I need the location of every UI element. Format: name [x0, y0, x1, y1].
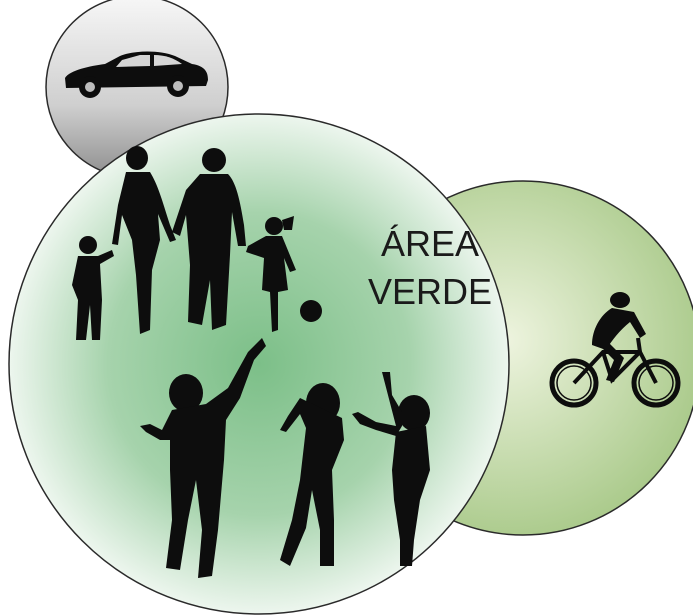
family-walking-icon: [72, 146, 296, 340]
ball-icon: [300, 300, 322, 322]
green-area-circle: [8, 113, 510, 615]
title-line-1: ÁREA: [381, 223, 479, 264]
area-verde-title: ÁREA VERDE: [368, 223, 492, 312]
children-playing-icon: [140, 338, 430, 578]
cyclist-icon: [549, 292, 681, 408]
title-line-2: VERDE: [368, 271, 492, 312]
car-icon: [65, 51, 208, 98]
